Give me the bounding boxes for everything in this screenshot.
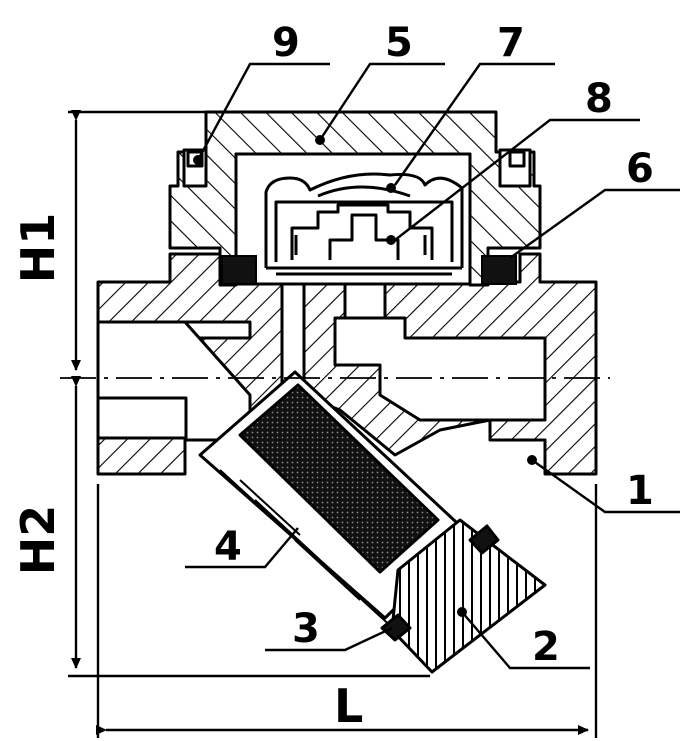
strainer-assembly bbox=[198, 370, 547, 674]
dimension-l: L bbox=[334, 679, 363, 733]
leader-3 bbox=[265, 626, 393, 652]
capsule-outer bbox=[264, 172, 464, 268]
leader-4 bbox=[185, 527, 299, 569]
dimension-lines bbox=[68, 110, 598, 738]
capsule-dome bbox=[317, 185, 411, 198]
callout-9: 9 bbox=[272, 20, 300, 66]
gasket-left bbox=[221, 255, 257, 285]
callout-7: 7 bbox=[497, 20, 525, 66]
callout-4: 4 bbox=[214, 524, 242, 570]
plug-seal-lower bbox=[380, 613, 412, 642]
callout-labels: 9 5 7 8 6 1 4 3 2 bbox=[214, 20, 654, 670]
callout-3: 3 bbox=[292, 606, 320, 652]
dimension-h1: H1 bbox=[11, 213, 65, 284]
capsule-shell bbox=[274, 200, 454, 262]
bolt-head-right bbox=[508, 150, 526, 168]
strainer-screen bbox=[238, 383, 440, 574]
plug-seal-upper bbox=[468, 524, 500, 555]
leader-2 bbox=[461, 611, 590, 670]
leader-5 bbox=[318, 62, 445, 141]
leader-7 bbox=[394, 62, 555, 186]
dimension-h2: H2 bbox=[11, 505, 65, 576]
dimension-labels: H1 H2 L bbox=[11, 213, 363, 733]
strainer-housing-ribs bbox=[219, 469, 396, 631]
valve-body bbox=[96, 252, 598, 476]
callout-2: 2 bbox=[532, 624, 560, 670]
seat-dot bbox=[386, 235, 396, 245]
leader-8 bbox=[394, 118, 640, 241]
callout-6: 6 bbox=[626, 146, 654, 192]
leader-1 bbox=[531, 459, 680, 514]
bore-line-left bbox=[96, 396, 188, 440]
vent-channel bbox=[343, 280, 387, 320]
callout-8: 8 bbox=[585, 76, 613, 122]
gasket-seals bbox=[221, 255, 517, 285]
gasket-right bbox=[481, 255, 517, 285]
leader-6 bbox=[509, 188, 680, 259]
leader-lines bbox=[185, 62, 680, 670]
callout-1: 1 bbox=[626, 468, 654, 514]
callout-5: 5 bbox=[385, 20, 413, 66]
leader-dots bbox=[193, 135, 537, 617]
seat-insert bbox=[290, 203, 434, 260]
capsule-dot bbox=[386, 183, 396, 193]
leader-9 bbox=[196, 62, 330, 161]
